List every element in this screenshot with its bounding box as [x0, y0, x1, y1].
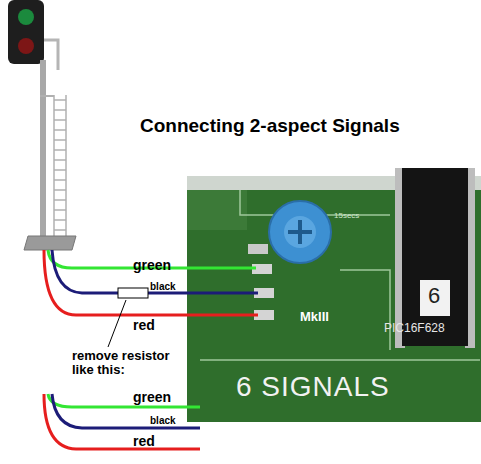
wire-label: green: [133, 390, 171, 405]
signal-pole: [40, 60, 46, 238]
solder-pad: [248, 244, 268, 254]
green-lamp: [18, 9, 34, 25]
red-wire: [44, 394, 200, 449]
red-lamp: [18, 38, 34, 54]
board-marking: 15secs: [334, 212, 359, 221]
board-marking: 6 SIGNALS: [236, 372, 390, 403]
chip-label: 6: [428, 284, 440, 308]
leader-line: [108, 300, 126, 347]
ic-chip: [402, 168, 468, 346]
wire-label: red: [133, 318, 155, 333]
wire-label: green: [133, 258, 171, 273]
platform: [40, 95, 54, 97]
potentiometer-knob: [284, 216, 316, 248]
green-wire: [48, 394, 200, 407]
chip-marking: PIC16F628: [384, 322, 445, 335]
board-shade: [187, 190, 247, 230]
wire-label: black: [150, 415, 176, 426]
black-wire: [52, 250, 258, 293]
signal-bracket: [44, 40, 58, 70]
diagram-title: Connecting 2-aspect Signals: [140, 116, 400, 137]
instruction-note: remove resistor like this:: [72, 349, 184, 378]
potentiometer: [269, 201, 331, 263]
resistor-symbol: [118, 288, 148, 298]
board-marking: MkIII: [300, 310, 329, 324]
red-wire: [44, 250, 258, 315]
signal-base: [24, 236, 76, 250]
wire-label: red: [133, 434, 155, 449]
wire-label: black: [150, 281, 176, 292]
chip-sticker: [420, 280, 450, 316]
potentiometer-slot: [288, 220, 312, 244]
signal-head: [8, 0, 44, 64]
black-wire: [52, 394, 200, 428]
ladder: [54, 95, 66, 236]
